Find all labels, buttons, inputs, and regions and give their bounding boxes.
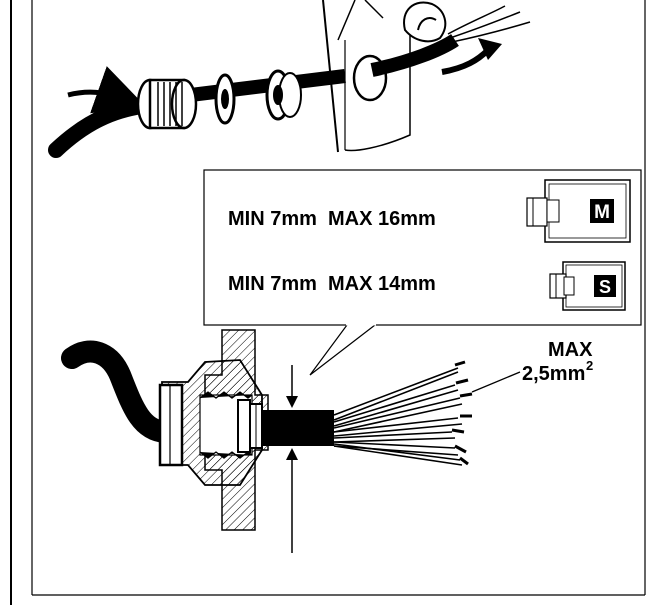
wire-spec-max: MAX: [548, 339, 593, 361]
enclosure-s-icon: S: [549, 261, 626, 311]
exploded-gland-view: [48, 0, 531, 158]
gland-nut: [136, 78, 198, 130]
pull-arrow-icon: [441, 47, 491, 75]
hand-clip: [403, 1, 447, 43]
outer-cable: [61, 340, 176, 443]
washer: [214, 73, 236, 125]
seal: [265, 69, 302, 121]
spec-row-m-text: MIN 7mm MAX 16mm: [228, 208, 436, 230]
insert-arrow-icon: [67, 66, 146, 114]
enclosure-m-icon: M: [526, 179, 631, 243]
badge-m-label: M: [594, 202, 610, 223]
spec-row-s-text: MIN 7mm MAX 14mm: [228, 273, 436, 295]
spec-box: MIN 7mm MAX 16mm MIN 7mm MAX 14mm M S: [203, 169, 642, 376]
fanned-wires: [333, 360, 473, 466]
wire-spec-size: 2,5mm: [522, 363, 585, 385]
page-frame: [10, 0, 646, 605]
enclosure-wall: [322, 0, 411, 153]
cable-thick: [48, 97, 158, 158]
wire-spec-superscript: 2: [586, 358, 593, 373]
badge-s-label: S: [599, 277, 611, 297]
gland-cross-section: MAX 2,5mm 2: [61, 329, 593, 553]
diameter-arrows: [286, 365, 298, 553]
